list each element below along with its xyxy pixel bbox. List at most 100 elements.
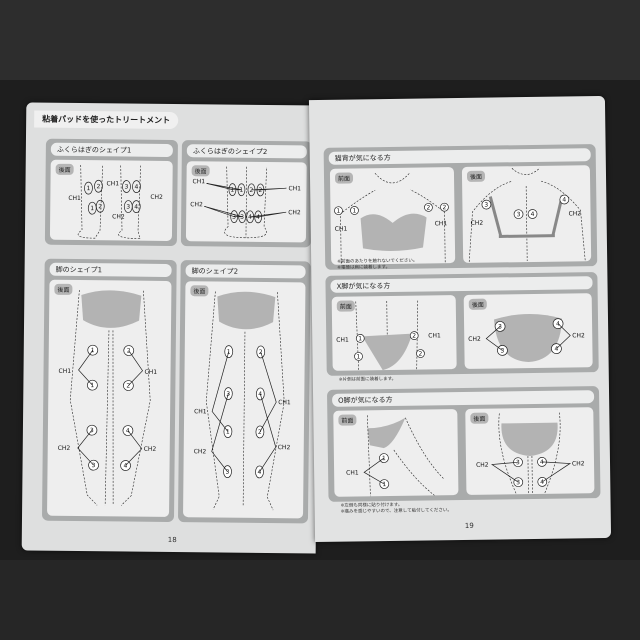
panel-heading: X脚が気になる方 [330,276,593,293]
panel-heading: 猫背が気になる方 [328,148,591,165]
electrode-label: CH2 [572,332,585,339]
electrode-label: 1 [86,185,90,192]
background-top [0,0,640,80]
page-number: 18 [167,535,177,545]
electrode-label: CH2 [568,210,581,217]
note: ※片側は前面に装着します。 [338,376,397,383]
panel-heading: 脚のシェイプ2 [185,264,306,279]
electrode-label: 3 [484,202,488,209]
electrode-label: 3 [126,204,130,211]
electrode-label: CH1 [288,185,301,192]
panel-heading: 脚のシェイプ1 [49,262,172,278]
electrode-label: 3 [124,184,128,191]
page-title: 粘着パッドを使ったトリートメント [34,110,179,130]
electrode-label: CH2 [468,336,481,343]
electrode-label: CH2 [572,460,585,467]
electrode-label: CH2 [58,445,71,452]
electrode-label: CH1 [59,368,72,375]
electrode-label: 2 [258,429,262,436]
electrode-label: 3 [516,459,520,466]
electrode-label: 2 [249,187,253,194]
electrode-label: 4 [258,391,262,398]
electrode-label: CH1 [194,408,207,415]
electrode-label: 4 [562,197,566,204]
electrode-label: CH2 [112,213,125,220]
electrode-label: 4 [248,214,252,221]
electrode-label: 4 [556,321,560,328]
electrode-label: 3 [92,462,96,469]
electrode-label: 3 [226,391,230,398]
electrode-label: 4 [256,214,260,221]
electrode-label: 1 [336,208,340,215]
electrode-label: 3 [517,211,521,218]
page-number: 19 [464,521,474,530]
electrode-label: 1 [91,347,95,354]
electrode-label: 4 [257,469,261,476]
electrode-label: CH2 [471,220,484,227]
electrode-label: CH2 [288,209,301,216]
electrode-label: CH2 [278,444,291,451]
electrode-label: CH1 [106,180,119,187]
electrode-label: 1 [226,429,230,436]
electrode-label: 2 [442,204,446,211]
panel-heading: ふくらはぎのシェイプ2 [186,144,307,159]
electrode-label: 3 [90,427,94,434]
electrode-label: 1 [382,481,386,488]
electrode-label: 1 [358,335,362,342]
electrode-label: 1 [230,187,234,194]
panel-heading: ふくらはぎのシェイプ1 [50,142,173,158]
electrode-label: 3 [500,347,504,354]
electrode-label: 1 [382,455,386,462]
electrode-label: 1 [239,187,243,194]
note: ※左側も同様に貼り付けます。※痛みを感じやすいので、注意して貼付してください。 [340,502,452,515]
electrode-label: 1 [90,205,94,212]
electrode-label: CH1 [336,337,349,344]
electrode-label: 2 [98,203,102,210]
electrode-label: 4 [124,463,128,470]
electrode-label: 4 [540,479,544,486]
electrode-label: 4 [540,459,544,466]
electrode-label: CH1 [346,469,359,476]
electrode-label: 3 [516,479,520,486]
leg-front-diagram: 1 1 CH1 [346,415,445,497]
electrode-label: 4 [134,204,138,211]
electrode-label: 1 [356,353,360,360]
electrode-label: CH1 [192,178,205,185]
electrode-label: 3 [240,214,244,221]
electrode-label: 3 [232,214,236,221]
note: ※前面のあたりを触れないでください。※電極は肩に装着します。 [337,258,418,271]
electrode-label: CH1 [335,226,348,233]
electrode-label: CH2 [194,448,207,455]
electrode-label: CH2 [144,446,157,453]
electrode-label: 2 [259,349,263,356]
background-bottom [0,560,640,640]
electrode-label: 3 [498,323,502,330]
electrode-label: CH2 [150,194,163,201]
electrode-label: CH1 [435,220,448,227]
electrode-label: CH1 [278,399,291,406]
electrode-label: CH2 [190,201,203,208]
electrode-label: 4 [134,184,138,191]
electrode-label: CH1 [144,369,157,376]
